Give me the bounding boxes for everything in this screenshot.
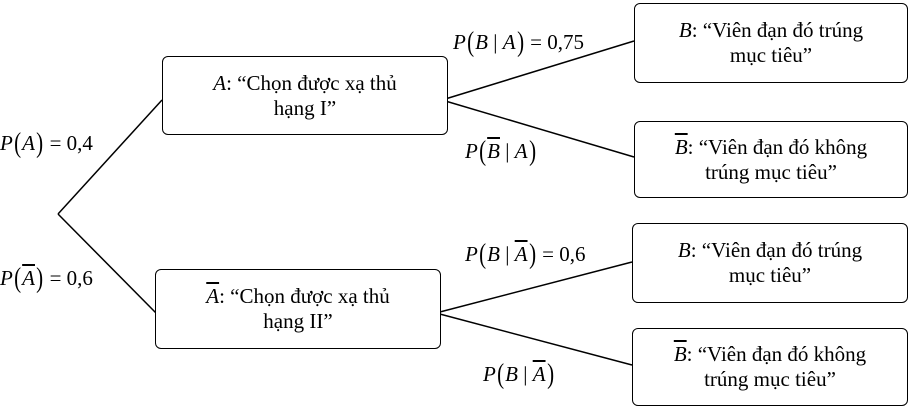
node-b2bar-line2: trúng mục tiêu” [704,367,836,391]
branch-root-abar [57,213,157,314]
branch-a-bbar [441,99,635,158]
edge-label-p-bbar-given-a: P(B | A) [465,136,536,167]
node-abar-box: A: “Chọn được xạ thủ hạng II” [155,269,441,349]
node-b1bar-box: B: “Viên đạn đó không trúng mục tiêu” [634,121,908,198]
node-b1-line2: mục tiêu” [729,43,813,67]
node-b2bar-box: B: “Viên đạn đó không trúng mục tiêu” [632,328,908,406]
node-b2bar-var: B [673,342,687,366]
edge-label-p-bbar-given-abar: P(B | A) [483,359,554,390]
node-b1-var: B [678,18,692,42]
node-b1bar-line1: B: “Viên đạn đó không [674,134,868,159]
node-b1-box: B: “Viên đạn đó trúng mục tiêu” [634,3,908,83]
branch-a-b [441,40,635,101]
branch-abar-b [435,261,633,314]
node-a-line1: A: “Chọn được xạ thủ [213,70,397,95]
edge-label-p-b-given-abar: P(B | A) = 0,6 [465,239,586,270]
branch-root-a [57,99,163,215]
node-a-box: A: “Chọn được xạ thủ hạng I” [162,56,448,135]
node-b1bar-var: B [674,134,688,159]
node-b2-line1: B: “Viên đạn đó trúng [677,238,863,262]
node-abar-line1: A: “Chọn được xạ thủ [206,284,390,308]
node-b2-var: B [677,238,691,262]
node-b2bar-line1: B: “Viên đạn đó không [673,342,867,366]
node-b2-line2: mục tiêu” [728,263,812,287]
edge-label-p-b-given-a: P(B | A) = 0,75 [453,27,584,58]
edge-label-p-a: P(A) = 0,4 [0,128,93,159]
node-a-line2: hạng I” [273,95,337,120]
node-b1bar-line2: trúng mục tiêu” [705,159,837,184]
edge-label-p-abar: P(A) = 0,6 [0,263,93,294]
node-b1-line1: B: “Viên đạn đó trúng [678,18,864,42]
node-abar-var: A [206,284,220,308]
branch-abar-bbar [435,312,633,366]
node-abar-line2: hạng II” [263,309,333,333]
node-b2-box: B: “Viên đạn đó trúng mục tiêu” [632,223,908,303]
node-a-var: A [213,70,227,95]
